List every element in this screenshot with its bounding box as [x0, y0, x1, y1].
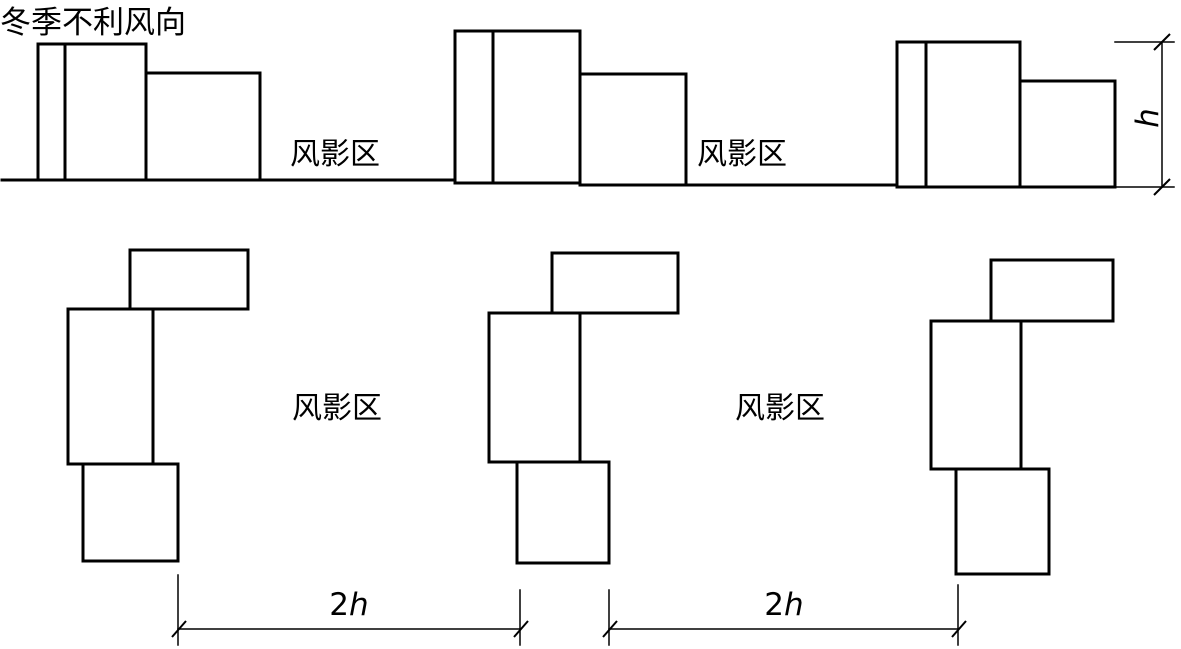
wind-shadow-label: 风影区: [735, 391, 825, 426]
building-elevation-low: [1018, 79, 1117, 189]
spacing-dimension: 2h: [602, 584, 967, 646]
building-elevation-low: [144, 71, 262, 182]
wind-shadow-label: 风影区: [290, 137, 380, 172]
elevation-view: 冬季不利风向 风影区 风影区 h: [0, 5, 1175, 196]
height-dimension: h: [1114, 33, 1175, 196]
building-plan-lower: [954, 467, 1051, 576]
building-elevation-low: [578, 72, 688, 187]
building-elevation-narrow: [895, 40, 928, 189]
building-elevation-tall: [491, 29, 582, 185]
wind-direction-title: 冬季不利风向: [0, 5, 186, 41]
wind-shadow-label: 风影区: [292, 391, 382, 426]
building-plan-middle: [66, 307, 155, 466]
building-plan-lower: [515, 460, 611, 565]
spacing-dimension: 2h: [171, 574, 529, 646]
building-plan-upper: [989, 258, 1115, 323]
building-plan-lower: [81, 462, 180, 563]
spacing-multiplier: 2: [764, 587, 784, 623]
building-plan-upper: [550, 251, 680, 315]
spacing-label: 2h: [329, 587, 368, 623]
spacing-label: 2h: [764, 587, 803, 623]
spacing-symbol: h: [784, 587, 804, 623]
building-plan-middle: [487, 311, 582, 464]
building-elevation-tall: [924, 40, 1022, 189]
wind-shadow-label: 风影区: [697, 137, 787, 172]
spacing-symbol: h: [349, 587, 369, 623]
building-plan-middle: [929, 319, 1023, 471]
building-elevation-narrow: [453, 29, 495, 185]
plan-view: 风影区 风影区 2h 2h: [66, 248, 1115, 646]
building-elevation-tall: [63, 42, 148, 182]
height-symbol: h: [1130, 108, 1166, 128]
building-plan-upper: [128, 248, 250, 311]
spacing-multiplier: 2: [329, 587, 349, 623]
building-elevation-narrow: [36, 42, 67, 182]
